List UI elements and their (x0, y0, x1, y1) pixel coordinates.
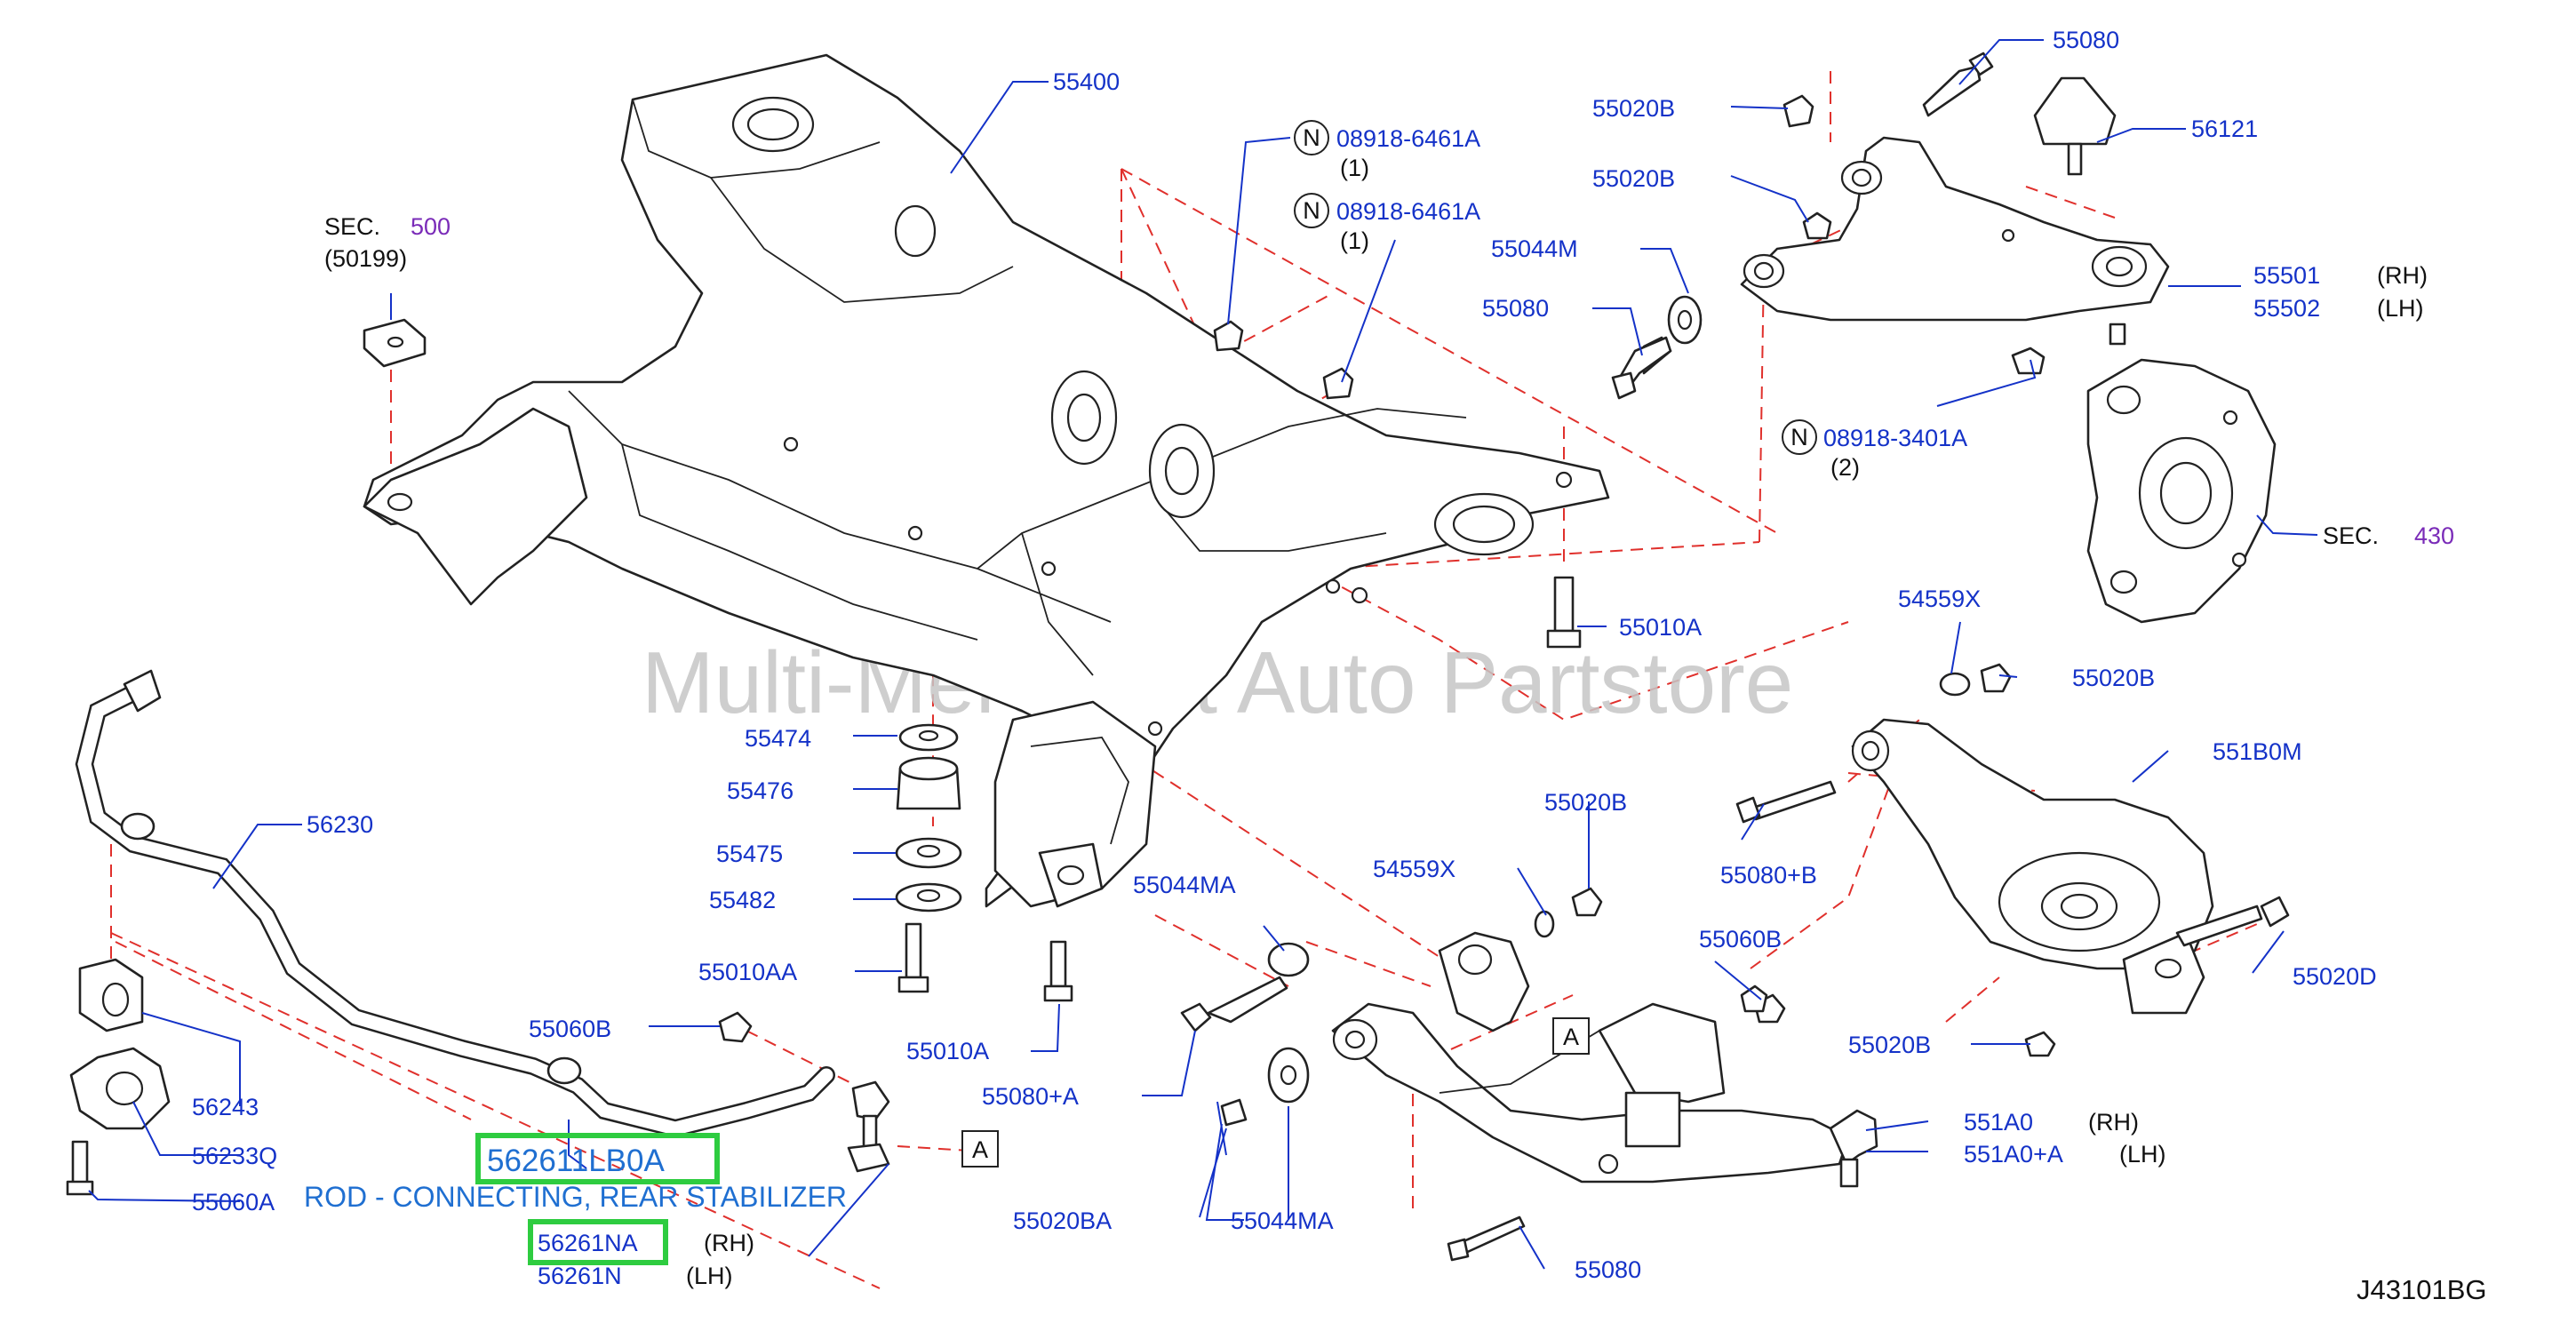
part-number-551B0M[interactable]: 551B0M (2213, 738, 2302, 765)
part-number-55080B[interactable]: 55080+B (1720, 862, 1817, 889)
svg-text:N: N (1790, 424, 1808, 450)
part-number-55010AA[interactable]: 55010AA (698, 959, 797, 985)
rh-label-2: (RH) (2088, 1109, 2139, 1136)
sec-number-430[interactable]: 430 (2414, 522, 2454, 549)
part-number-08918-6461A-1[interactable]: 08918-6461A (1336, 125, 1480, 152)
part-number-55400[interactable]: 55400 (1053, 68, 1120, 95)
bushing-stack (895, 723, 1073, 1002)
lh-label-3: (LH) (686, 1263, 733, 1289)
highlight-box-56261NA (528, 1219, 668, 1265)
part-number-55020D[interactable]: 55020D (2293, 963, 2377, 990)
part-number-55482[interactable]: 55482 (709, 887, 776, 913)
part-number-55020B-b[interactable]: 55020B (1592, 165, 1675, 192)
part-number-55020B-d[interactable]: 55020B (1848, 1032, 1931, 1058)
highlight-box-562611LB0A (475, 1133, 720, 1184)
reference-box-a-2: A (1552, 1017, 1590, 1055)
part-number-55060B-left[interactable]: 55060B (529, 1016, 611, 1042)
part-number-55501[interactable]: 55501 (2253, 262, 2320, 289)
part-number-55020B-c[interactable]: 55020B (2072, 665, 2155, 691)
quantity-2: (2) (1830, 454, 1860, 481)
sec-500-bracket (363, 318, 427, 368)
part-number-55044M[interactable]: 55044M (1491, 235, 1578, 262)
part-number-55475[interactable]: 55475 (716, 841, 783, 867)
bumper-56121 (2033, 76, 2117, 176)
part-number-55474[interactable]: 55474 (745, 725, 811, 752)
part-number-54559X-mid[interactable]: 54559X (1373, 856, 1455, 882)
part-number-55080-top[interactable]: 55080 (2053, 27, 2119, 53)
part-number-56261N[interactable]: 56261N (538, 1263, 622, 1289)
part-number-56261NA[interactable]: 56261NA (538, 1230, 638, 1256)
part-number-56243[interactable]: 56243 (192, 1094, 259, 1120)
svg-text:A: A (972, 1136, 988, 1163)
upper-fasteners (1213, 52, 2046, 649)
stabilizer-bar-56230 (75, 669, 835, 1138)
part-number-55010A-top[interactable]: 55010A (1619, 614, 1702, 641)
lh-label: (LH) (2377, 295, 2424, 322)
part-number-55080A[interactable]: 55080+A (982, 1083, 1079, 1110)
lh-label-2: (LH) (2119, 1141, 2166, 1168)
connecting-rod-56261 (847, 1080, 890, 1173)
part-number-55044MA-a[interactable]: 55044MA (1133, 872, 1236, 898)
diagram-code: J43101BG (2357, 1274, 2487, 1305)
callout-labels: 55400 55080 56121 55020B 55020B 55501 (R… (192, 27, 2487, 1305)
lower-link-arm-551B0M (1851, 718, 2214, 1015)
rh-label-3: (RH) (704, 1230, 754, 1256)
part-number-55476[interactable]: 55476 (727, 777, 794, 804)
part-number-55020B-a[interactable]: 55020B (1592, 95, 1675, 122)
part-number-56230[interactable]: 56230 (307, 811, 373, 838)
part-number-55080-bottom[interactable]: 55080 (1575, 1256, 1641, 1283)
n-symbol-icon (1294, 120, 1329, 155)
n-symbol-icon (1782, 419, 1817, 455)
n-symbol-icon (1294, 193, 1329, 228)
part-number-55020B-e[interactable]: 55020B (1544, 789, 1627, 816)
n-symbol-icons: N N N (1294, 120, 1817, 455)
rh-label: (RH) (2377, 262, 2428, 289)
sec-number-500[interactable]: 500 (411, 213, 451, 240)
upper-link-arm-55501 (1740, 136, 2170, 346)
part-number-551A0A[interactable]: 551A0+A (1964, 1141, 2063, 1168)
part-number-56121[interactable]: 56121 (2191, 116, 2258, 142)
part-number-56233Q[interactable]: 56233Q (192, 1143, 277, 1169)
sec-label-430: SEC. (2323, 522, 2379, 549)
svg-text:A: A (1563, 1024, 1579, 1050)
leader-lines (88, 39, 2318, 1270)
lower-fasteners (1180, 663, 2290, 1262)
part-number-55080-mid[interactable]: 55080 (1482, 295, 1549, 322)
part-number-55502[interactable]: 55502 (2253, 295, 2320, 322)
part-number-55060B-right[interactable]: 55060B (1699, 926, 1782, 952)
part-number-08918-6461A-2[interactable]: 08918-6461A (1336, 198, 1480, 225)
quantity-1-a: (1) (1340, 155, 1369, 181)
part-number-54559X-top[interactable]: 54559X (1898, 586, 1981, 612)
svg-text:N: N (1303, 124, 1320, 151)
quantity-1-b: (1) (1340, 227, 1369, 254)
rear-suspension-member-55400 (363, 53, 1610, 908)
part-number-55044MA-b[interactable]: 55044MA (1231, 1207, 1334, 1234)
rod-description: ROD - CONNECTING, REAR STABILIZER (304, 1181, 847, 1213)
part-number-55020BA[interactable]: 55020BA (1013, 1207, 1112, 1234)
part-number-50199: (50199) (324, 245, 407, 272)
svg-text:N: N (1303, 197, 1320, 224)
reference-box-a-1: A (961, 1130, 999, 1168)
part-number-551A0[interactable]: 551A0 (1964, 1109, 2033, 1136)
part-number-55060A[interactable]: 55060A (192, 1189, 275, 1215)
part-number-55010A-bottom[interactable]: 55010A (906, 1038, 989, 1064)
part-number-562611LB0A[interactable]: 562611LB0A (487, 1144, 665, 1178)
axle-housing-sec-430 (2086, 358, 2277, 624)
sec-label-500: SEC. (324, 213, 380, 240)
lower-link-arm-551A0 (1331, 931, 1878, 1188)
part-number-08918-3401A[interactable]: 08918-3401A (1823, 425, 1967, 451)
stabilizer-bushing-bracket (66, 958, 753, 1196)
